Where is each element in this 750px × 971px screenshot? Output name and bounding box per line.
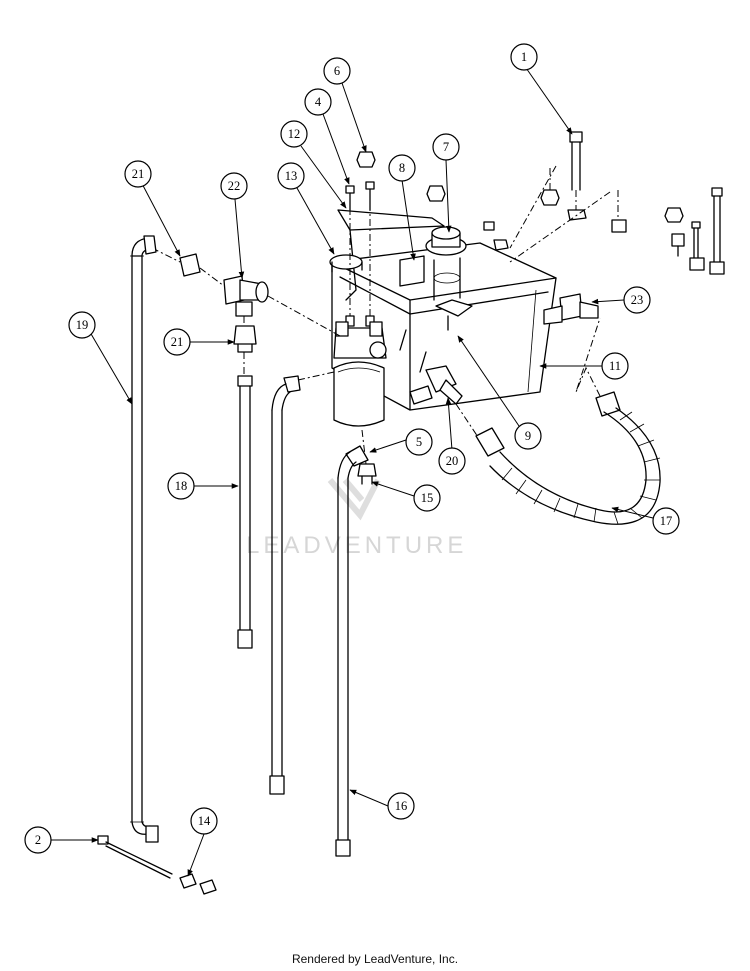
callout-12: 12 [280, 120, 308, 148]
callout-11: 11 [601, 352, 629, 380]
callout-7: 7 [432, 133, 460, 161]
callout-label: 18 [175, 479, 188, 493]
callout-label: 12 [288, 127, 301, 141]
callout-label: 21 [132, 167, 145, 181]
leader-lines [51, 64, 654, 877]
callout-label: 8 [399, 161, 405, 175]
callout-8: 8 [388, 154, 416, 182]
callout-label: 6 [334, 64, 340, 78]
callout-20: 20 [438, 447, 466, 475]
callout-label: 9 [525, 429, 531, 443]
fitting-15 [357, 463, 377, 485]
breather-cap [425, 226, 467, 301]
callout-4: 4 [304, 88, 332, 116]
callout-21-upper: 21 [124, 160, 152, 188]
pins-14 [179, 873, 217, 895]
callout-9: 9 [514, 422, 542, 450]
callout-23: 23 [623, 286, 651, 314]
callout-label: 7 [443, 140, 449, 154]
callout-label: 19 [76, 318, 89, 332]
callout-6: 6 [323, 57, 351, 85]
callout-label: 1 [521, 50, 527, 64]
tee-fitting-22 [223, 275, 341, 337]
callout-5: 5 [405, 428, 433, 456]
callout-label: 16 [395, 799, 408, 813]
tube-19 [130, 235, 159, 843]
elbow-fitting-23 [543, 293, 599, 325]
tube-18 [237, 375, 253, 649]
callout-18: 18 [167, 472, 195, 500]
callout-16: 16 [387, 792, 415, 820]
bolts-1 [426, 131, 725, 275]
callout-label: 17 [660, 514, 673, 528]
callout-label: 23 [631, 293, 644, 307]
callout-13: 13 [277, 162, 305, 190]
callout-19: 19 [68, 311, 96, 339]
footer-credit: Rendered by LeadVenture, Inc. [291, 952, 459, 966]
tube-middle [269, 371, 335, 795]
callout-label: 21 [171, 335, 184, 349]
callout-label: 4 [315, 95, 322, 109]
watermark-text: LEADVENTURE [246, 532, 467, 559]
callout-label: 15 [421, 491, 434, 505]
callout-label: 22 [228, 179, 241, 193]
callout-21-lower: 21 [163, 328, 191, 356]
callout-label: 13 [285, 169, 298, 183]
fitting-21-lower [233, 316, 257, 374]
mounting-brackets [329, 209, 473, 331]
callout-14: 14 [190, 807, 218, 835]
callout-15: 15 [413, 484, 441, 512]
callout-label: 5 [416, 435, 422, 449]
callout-1: 1 [510, 43, 538, 71]
callout-22: 22 [220, 172, 248, 200]
callout-17: 17 [652, 507, 680, 535]
bolts-4-6 [345, 151, 376, 327]
callout-label: 11 [609, 359, 621, 373]
callout-label: 2 [35, 833, 41, 847]
tube-16 [335, 445, 369, 857]
callout-2: 2 [24, 826, 52, 854]
callout-label: 14 [198, 814, 211, 828]
fitting-20 [409, 365, 481, 441]
callout-label: 20 [446, 454, 459, 468]
hose-17 [475, 317, 661, 525]
cable-2 [97, 835, 173, 879]
hydraulic-tank [331, 242, 557, 411]
filter-assembly [333, 321, 387, 465]
fitting-21-upper [151, 247, 225, 287]
